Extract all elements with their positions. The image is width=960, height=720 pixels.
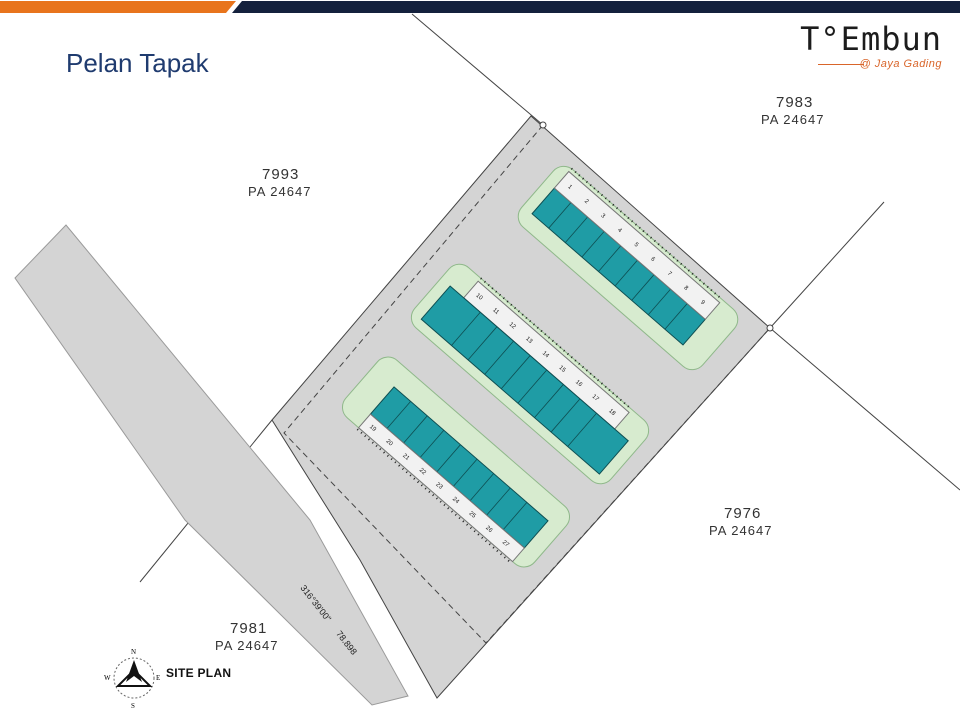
unit-label: 8 [682,285,689,292]
block-a-unit-labels: 1 2 3 4 5 6 7 8 9 [566,184,706,307]
block-b-houses [420,285,629,475]
top-bar-shape [0,1,960,13]
lot-7976-pa: PA 24647 [709,523,772,538]
block-b: 10 11 12 13 14 15 16 17 18 [410,263,650,485]
lot-7983-pa: PA 24647 [761,112,824,127]
top-accent-bar [0,0,960,13]
access-road [14,224,409,706]
lot-7993-pa: PA 24647 [248,184,311,199]
brand-logo: T°Embun @ Jaya Gading [800,22,942,74]
orange-segment [0,1,236,13]
unit-label: 18 [607,408,616,417]
unit-label: 24 [451,496,460,505]
unit-label: 25 [468,511,477,520]
unit-label: 17 [591,394,600,403]
unit-label: 5 [633,242,640,249]
compass-south: S [131,702,135,710]
setback-line [283,124,771,644]
unit-label: 10 [474,293,483,302]
lot-7976-number: 7976 [724,505,761,522]
boundary-marker-north [539,121,547,129]
unit-label: 4 [616,227,623,234]
lot-7993-number: 7993 [262,166,299,183]
block-a-porch-strip [553,170,721,321]
block-c-unit-labels: 19 20 21 22 23 24 25 26 27 [368,424,510,549]
block-c-parking [356,428,512,564]
block-b-unit-labels: 10 11 12 13 14 15 16 17 18 [474,293,616,418]
block-c: 19 20 21 22 23 24 25 26 27 [341,356,571,568]
unit-label: 14 [541,350,550,359]
unit-label: 15 [557,365,566,374]
compass-west: W [104,674,111,682]
compass-rose-icon: N E S W [104,648,160,710]
boundary-line-northeast [769,201,885,329]
unit-label: 26 [484,525,493,534]
compass-east: E [156,674,160,682]
unit-label: 3 [599,213,606,220]
unit-label: 21 [401,453,410,462]
unit-label: 19 [368,424,377,433]
unit-label: 22 [418,467,427,476]
block-a: 1 2 3 4 5 6 7 8 9 [517,165,739,371]
unit-label: 20 [385,439,394,448]
block-b-parking [480,277,633,411]
lot-7981-number: 7981 [230,620,267,637]
site-plan-label: SITE PLAN [166,666,232,680]
unit-label: 13 [524,336,533,345]
navy-segment [232,1,960,13]
unit-label: 7 [666,271,673,278]
block-c-porch-strip [357,413,526,563]
compass-north: N [131,648,136,656]
unit-label: 2 [583,199,590,206]
logo-underline [818,64,864,65]
boundary-marker-east [766,324,774,332]
site-plan-legend: N E S W SITE PLAN [104,646,244,710]
block-b-unit-dividers [451,311,597,447]
unit-label: 9 [699,300,706,307]
lot-7981-pa: PA 24647 [215,638,278,653]
unit-label: 27 [501,540,510,549]
boundary-line-north [411,13,544,126]
block-a-parking [570,167,724,301]
page-title: Pelan Tapak [66,48,209,78]
block-a-unit-dividers [548,202,688,330]
lot-7983-number: 7983 [776,94,813,111]
logo-tagline: @ Jaya Gading [859,58,942,70]
unit-label: 12 [508,322,517,331]
block-c-unit-dividers [386,401,528,530]
unit-label: 11 [491,307,500,316]
unit-label: 23 [434,482,443,491]
unit-label: 6 [649,256,656,263]
boundary-line-east [769,327,960,491]
unit-label: 1 [566,184,573,191]
unit-label: 16 [574,379,583,388]
logo-wordmark: T°Embun [800,20,942,58]
